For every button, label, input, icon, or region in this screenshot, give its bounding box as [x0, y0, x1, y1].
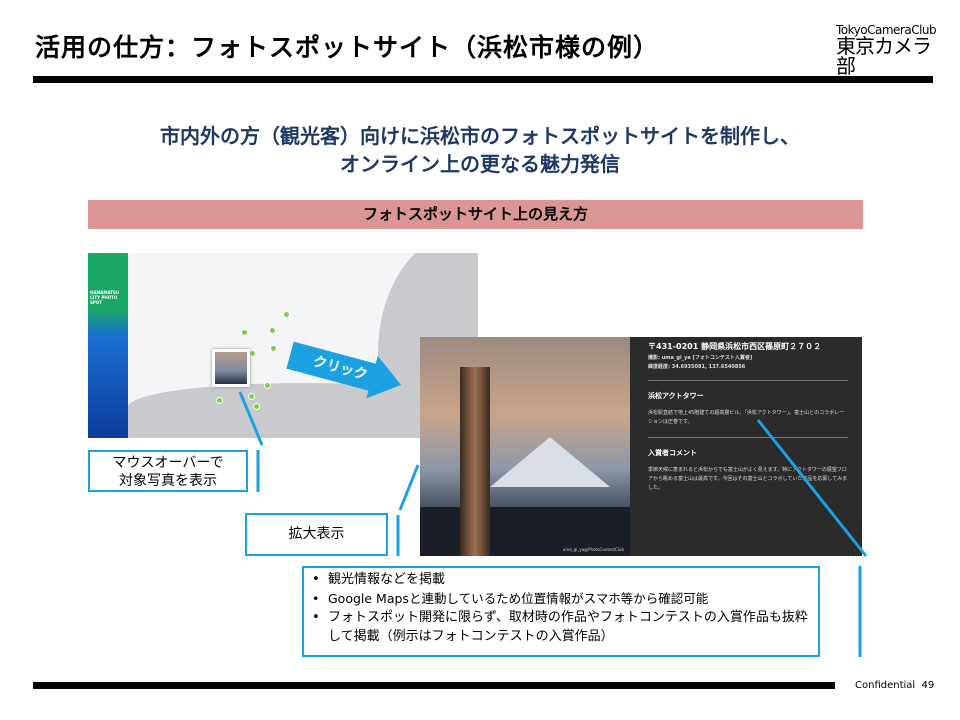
comment-title: 入賞者コメント [648, 449, 697, 457]
divider [648, 380, 848, 381]
feature-bullets: 観光情報などを掲載 Google Mapsと連動しているため位置情報がスマホ等か… [302, 566, 820, 657]
hover-photo-thumbnail[interactable] [212, 349, 250, 387]
divider [648, 437, 848, 438]
map-pin[interactable] [248, 393, 255, 400]
map-pin[interactable] [216, 397, 223, 404]
section-bar: フォトスポットサイト上の見え方 [88, 200, 863, 229]
hover-callout: マウスオーバーで 対象写真を表示 [88, 450, 248, 492]
subtitle-line1: 市内外の方（観光客）向けに浜松市のフォトスポットサイトを制作し、 [160, 124, 800, 148]
coordinates: 緯度経度: 34.6935081, 137.6540856 [648, 364, 746, 370]
title-divider [33, 76, 933, 83]
map-sidebar: HAMAMATSU CITY PHOTO SPOT [88, 253, 128, 438]
page-number: 49 [921, 680, 935, 691]
footer: Confidential 49 [855, 680, 934, 691]
click-arrow: クリック [284, 334, 406, 406]
photo-tower [460, 367, 490, 556]
confidential-label: Confidential [855, 680, 916, 691]
photo-credit: uma_gi_ya@PhotoContestClub [562, 547, 624, 552]
map-screenshot: HAMAMATSU CITY PHOTO SPOT [88, 253, 478, 438]
map-sidebar-title: HAMAMATSU CITY PHOTO SPOT [90, 290, 120, 305]
map-pin[interactable] [253, 403, 260, 410]
hover-callout-line2: 対象写真を表示 [119, 473, 217, 489]
page-title: 活用の仕方：フォトスポットサイト（浜松市様の例） [35, 33, 660, 62]
map-pin[interactable] [249, 350, 256, 357]
footer-divider [33, 682, 835, 689]
bullet-item: 観光情報などを掲載 [312, 570, 810, 589]
zoom-callout: 拡大表示 [245, 513, 388, 556]
map-sea [128, 383, 478, 438]
spot-address: 〒431-0201 静岡県浜松市西区篠原町２７０２ [648, 342, 822, 351]
map-pin[interactable] [283, 311, 290, 318]
photographer: 撮影: uma_gi_ya [フォトコンテスト入賞者] [648, 355, 753, 361]
subtitle-line2: オンライン上の更なる魅力発信 [340, 152, 620, 176]
photo-mountain [490, 437, 610, 487]
map-pin[interactable] [241, 329, 248, 336]
spot-info: 〒431-0201 静岡県浜松市西区篠原町２７０２ 撮影: uma_gi_ya … [648, 341, 848, 493]
winner-comment: 季節天候に恵まれると浜松からでも富士山がよく見えます。特にアクトタワーの展望フロ… [648, 467, 848, 491]
spot-photo: uma_gi_ya@PhotoContestClub [420, 337, 630, 556]
map-pin[interactable] [270, 345, 277, 352]
map-pin[interactable] [264, 382, 271, 389]
spot-title: 浜松アクトタワー [648, 392, 704, 400]
map-pin[interactable] [269, 327, 276, 334]
photo-detail-view: uma_gi_ya@PhotoContestClub 〒431-0201 静岡県… [420, 337, 862, 556]
logo: TokyoCameraClub 東京カメラ部 [836, 23, 937, 78]
photo-city [420, 507, 630, 556]
logo-line2: 東京カメラ部 [836, 34, 932, 78]
hover-callout-line1: マウスオーバーで [112, 455, 224, 471]
spot-description: 浜松駅直結で地上45階建ての超高層ビル、「浜松アクトタワー」。富士山とのコラボレ… [648, 410, 845, 425]
bullet-item: フォトスポット開発に限らず、取材時の作品やフォトコンテストの入賞作品も抜粋して掲… [312, 608, 810, 646]
bullet-item: Google Mapsと連動しているため位置情報がスマホ等から確認可能 [312, 589, 810, 608]
logo-line1: TokyoCameraClub [836, 23, 937, 37]
